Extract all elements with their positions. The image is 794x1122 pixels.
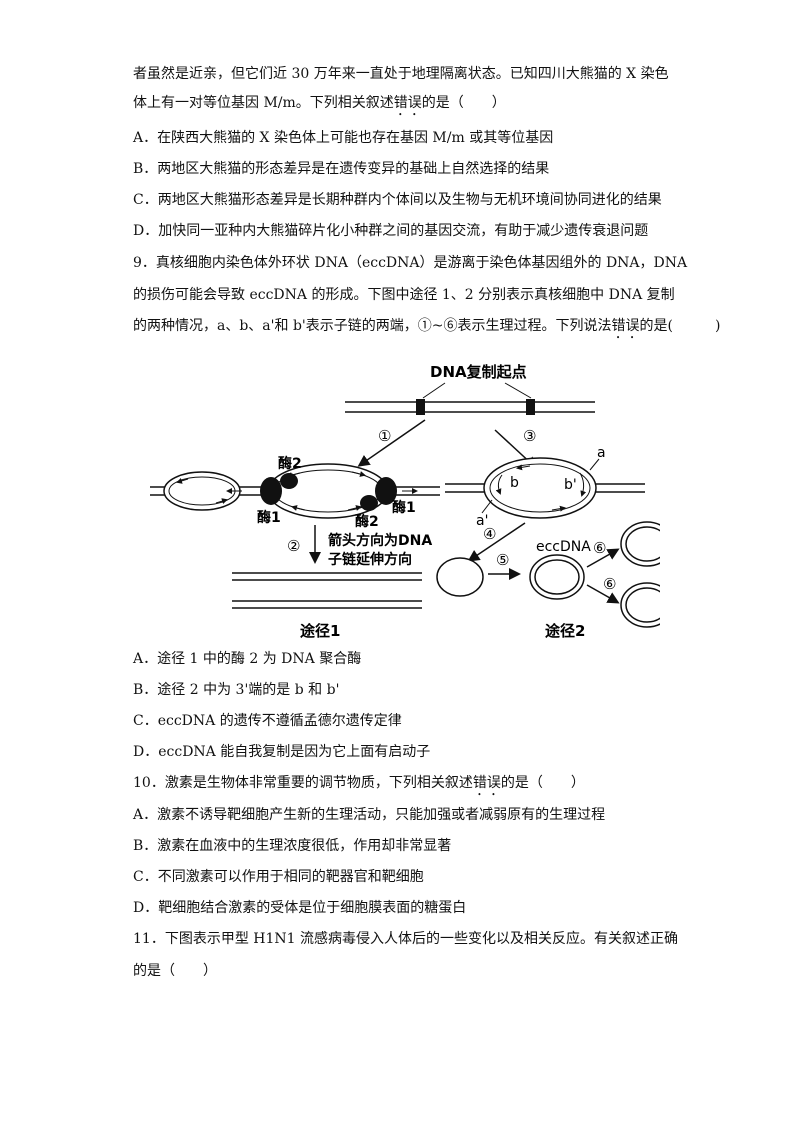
q9-option-c[interactable]: C．eccDNA 的遗传不遵循孟德尔遗传定律 bbox=[133, 713, 402, 729]
q8-answer-blank: 的是（ ） bbox=[421, 95, 506, 111]
enzyme-2-bottom-label: 酶2 bbox=[355, 513, 379, 530]
dna-replication-figure: DNA复制起点 ① ③ 酶2 酶1 酶1 酶2 ② 箭头方向为DNA 子链延伸方… bbox=[150, 363, 660, 640]
ecc-lower-inner bbox=[625, 587, 660, 623]
origin-pointer-right bbox=[504, 382, 532, 399]
q9-stem-line-1: 9．真核细胞内染色体外环状 DNA（eccDNA）是游离于染色体基因组外的 DN… bbox=[133, 255, 688, 271]
ecc-upper-inner bbox=[625, 526, 660, 562]
q9-answer-blank: 的是( ) bbox=[639, 318, 721, 334]
enzyme-2-top-shape bbox=[280, 473, 298, 489]
q8-stem-line-2: 体上有一对等位基因 M/m。下列相关叙述错误的是（ ） bbox=[133, 93, 506, 119]
q10-option-a[interactable]: A．激素不诱导靶细胞产生新的生理活动，只能加强或者减弱原有的生理过程 bbox=[133, 807, 606, 823]
p2-arrow-b-prime bbox=[579, 472, 587, 497]
enzyme-1-right-shape bbox=[375, 477, 397, 505]
q9-stem-text: 的两种情况，a、b、a'和 b'表示子链的两端，①~⑥表示生理过程。下列说法 bbox=[133, 318, 612, 334]
p2-arrow-b bbox=[495, 474, 503, 495]
q10-answer-blank: 的是（ ） bbox=[500, 775, 585, 791]
p2-arrow-2 bbox=[551, 505, 566, 512]
q10-option-d[interactable]: D．靶细胞结合激素的受体是位于细胞膜表面的糖蛋白 bbox=[133, 900, 467, 916]
step-5-label: ⑤ bbox=[496, 551, 509, 569]
origin-marker-right bbox=[526, 399, 535, 415]
origin-marker-left bbox=[416, 399, 425, 415]
arrow-step-1 bbox=[357, 419, 426, 467]
q8-emphasis-word: 错误 bbox=[393, 95, 422, 111]
arrow-note-line-2: 子链延伸方向 bbox=[328, 551, 412, 568]
step-6a-label: ⑥ bbox=[593, 539, 606, 557]
p1-large-arrow-2 bbox=[351, 471, 366, 477]
enzyme-2-top-label: 酶2 bbox=[278, 455, 302, 472]
enzyme-2-bottom-shape bbox=[360, 495, 378, 511]
label-a-prime-pointer bbox=[481, 499, 493, 514]
q8-option-c[interactable]: C．两地区大熊猫形态差异是长期种群内个体间以及生物与无机环境间协同进化的结果 bbox=[133, 192, 662, 208]
ecc-label: eccDNA bbox=[536, 539, 591, 555]
ecc-double-inner bbox=[534, 559, 580, 595]
enzyme-1-left-label: 酶1 bbox=[257, 509, 281, 526]
q10-stem-text: 10．激素是生物体非常重要的调节物质，下列相关叙述 bbox=[133, 775, 473, 791]
p1-small-arrow-2 bbox=[215, 498, 228, 505]
q10-emphasis-word: 错误 bbox=[472, 775, 501, 791]
step-6b-label: ⑥ bbox=[603, 575, 616, 593]
label-a-pointer bbox=[589, 458, 600, 471]
p1-small-arrow-1 bbox=[176, 477, 189, 484]
q9-option-b[interactable]: B．途径 2 中为 3'端的是 b 和 b' bbox=[133, 682, 340, 698]
q9-stem-line-3: 的两种情况，a、b、a'和 b'表示子链的两端，①~⑥表示生理过程。下列说法错误… bbox=[133, 316, 720, 342]
q8-option-d[interactable]: D．加快同一亚种内大熊猫碎片化小种群之间的基因交流，有助于减少遗传衰退问题 bbox=[133, 223, 649, 239]
q9-option-a[interactable]: A．途径 1 中的酶 2 为 DNA 聚合酶 bbox=[133, 651, 362, 667]
arrow-step-6a bbox=[586, 548, 620, 568]
p2-arrow-1 bbox=[516, 464, 531, 471]
label-a: a bbox=[597, 445, 606, 461]
q10-option-c[interactable]: C．不同激素可以作用于相同的靶器官和靶细胞 bbox=[133, 869, 424, 885]
q11-stem-line-1: 11．下图表示甲型 H1N1 流感病毒侵入人体后的一些变化以及相关反应。有关叙述… bbox=[133, 931, 678, 947]
step-3-label: ③ bbox=[523, 427, 536, 445]
q10-option-b[interactable]: B．激素在血液中的生理浓度很低，作用却非常显著 bbox=[133, 838, 452, 854]
ecc-double-outer bbox=[529, 554, 585, 600]
p2-bubble-inner bbox=[489, 463, 591, 513]
p1-large-arrow-4 bbox=[347, 505, 362, 511]
p2-bubble-outer bbox=[483, 457, 597, 519]
q9-stem-line-2: 的损伤可能会导致 eccDNA 的形成。下图中途径 1、2 分别表示真核细胞中 … bbox=[133, 287, 675, 303]
q9-emphasis-word: 错误 bbox=[611, 318, 640, 334]
label-b: b bbox=[510, 475, 519, 491]
origin-pointer-left bbox=[422, 382, 446, 399]
q9-option-d[interactable]: D．eccDNA 能自我复制是因为它上面有启动子 bbox=[133, 744, 431, 760]
q11-stem-line-2: 的是（ ） bbox=[133, 963, 217, 979]
arrow-step-6b bbox=[586, 584, 620, 604]
p1-large-arrow-3 bbox=[291, 505, 306, 511]
pathway-1-label: 途径1 bbox=[300, 622, 340, 640]
ecc-single-circle bbox=[436, 557, 484, 597]
q10-stem: 10．激素是生物体非常重要的调节物质，下列相关叙述错误的是（ ） bbox=[133, 773, 585, 799]
pathway-2-label: 途径2 bbox=[545, 622, 585, 640]
step-1-label: ① bbox=[378, 427, 391, 445]
label-b-prime: b' bbox=[564, 477, 577, 493]
label-a-prime: a' bbox=[476, 513, 488, 529]
enzyme-1-right-label: 酶1 bbox=[392, 499, 416, 516]
q8-option-a[interactable]: A．在陕西大熊猫的 X 染色体上可能也存在基因 M/m 或其等位基因 bbox=[133, 130, 554, 146]
arrow-step-4 bbox=[467, 522, 526, 562]
q8-option-b[interactable]: B．两地区大熊猫的形态差异是在遗传变异的基础上自然选择的结果 bbox=[133, 161, 550, 177]
enzyme-1-left-shape bbox=[260, 477, 282, 505]
step-2-label: ② bbox=[287, 537, 300, 555]
arrow-note-line-1: 箭头方向为DNA bbox=[328, 532, 432, 549]
origin-label: DNA复制起点 bbox=[430, 363, 527, 381]
step-4-label: ④ bbox=[483, 525, 496, 543]
q8-stem-line-1: 者虽然是近亲，但它们近 30 万年来一直处于地理隔离状态。已知四川大熊猫的 X … bbox=[133, 66, 669, 82]
q8-stem-text: 体上有一对等位基因 M/m。下列相关叙述 bbox=[133, 95, 394, 111]
